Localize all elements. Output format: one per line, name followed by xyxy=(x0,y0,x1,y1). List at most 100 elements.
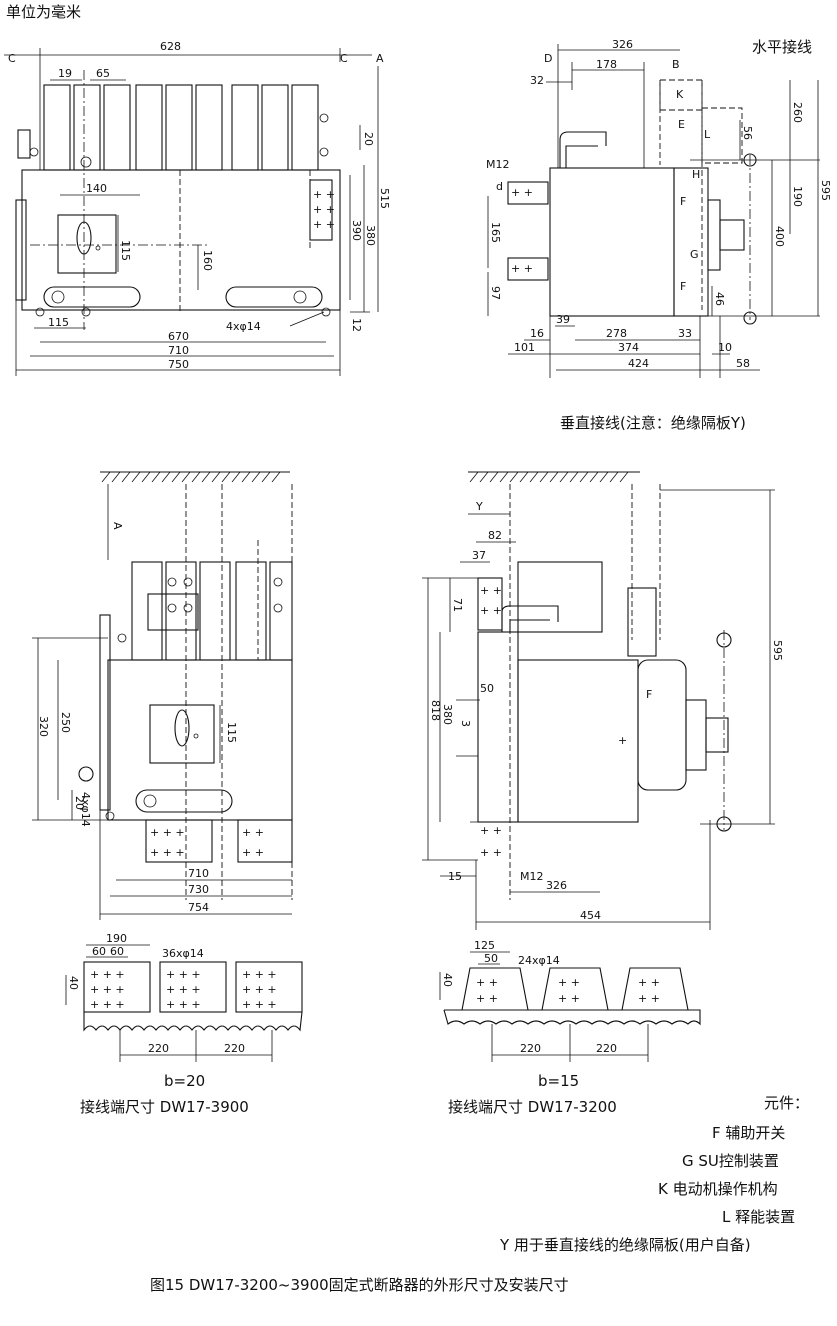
vertical-side-view: Y 82 37 + + + + F + + + + + xyxy=(422,471,784,930)
svg-text:+ +: + + xyxy=(476,976,498,989)
svg-text:+ +: + + xyxy=(242,846,264,859)
terminal-view-3900: 190 60 60 36xφ14 40 + + + + + + + + + + … xyxy=(65,932,303,1116)
svg-text:+ + +: + + + xyxy=(150,826,185,839)
dim-730: 730 xyxy=(188,883,209,896)
svg-text:+ +: + + xyxy=(480,846,502,859)
dim-115-bottom: 115 xyxy=(48,316,69,329)
svg-text:+ +: + + xyxy=(558,992,580,1005)
side-body xyxy=(549,167,675,317)
ref-h: H xyxy=(692,168,700,181)
front-terminals xyxy=(43,84,319,171)
dim-65: 65 xyxy=(96,67,110,80)
dim-10: 10 xyxy=(718,341,732,354)
ref-d: D xyxy=(544,52,552,65)
bolt-m12-vside: M12 xyxy=(520,870,544,883)
dim-220-3900-a: 220 xyxy=(148,1042,169,1055)
front-body xyxy=(21,169,341,311)
dim-16: 16 xyxy=(530,327,544,340)
dim-140: 140 xyxy=(86,182,107,195)
ref-a-front: A xyxy=(376,52,384,65)
dim-220-3200-a: 220 xyxy=(520,1042,541,1055)
svg-text:+ +: + + xyxy=(242,826,264,839)
dim-20-front: 20 xyxy=(362,132,375,146)
dim-190-term: 190 xyxy=(106,932,127,945)
svg-text:+ +: + + xyxy=(480,824,502,837)
svg-text:+ +: + + xyxy=(313,203,335,216)
ref-k: K xyxy=(676,88,684,101)
caption-3900: 接线端尺寸 DW17-3900 xyxy=(80,1098,249,1116)
dim-374: 374 xyxy=(618,341,639,354)
dim-56: 56 xyxy=(741,126,754,140)
dim-326-side: 326 xyxy=(612,38,633,51)
dim-160: 160 xyxy=(201,250,214,271)
dim-20-vfront: 20 xyxy=(73,796,86,810)
dim-326-vside: 326 xyxy=(546,879,567,892)
dim-628: 628 xyxy=(160,40,181,53)
svg-text:+ +: + + xyxy=(511,262,533,275)
dim-101: 101 xyxy=(514,341,535,354)
legend-item-l: L 释能装置 xyxy=(722,1208,795,1226)
holes-3200: 24xφ14 xyxy=(518,954,560,967)
legend-title: 元件： xyxy=(764,1094,809,1112)
dim-710-vfront: 710 xyxy=(188,867,209,880)
dim-60-a: 60 xyxy=(92,945,106,958)
svg-text:+ +: + + xyxy=(480,584,502,597)
svg-text:+ + +: + + + xyxy=(242,968,277,981)
ref-l: L xyxy=(704,128,711,141)
dim-390: 390 xyxy=(350,220,363,241)
dim-670: 670 xyxy=(168,330,189,343)
legend-item-y: Y 用于垂直接线的绝缘隔板(用户自备) xyxy=(499,1236,751,1254)
b-label-3900: b=20 xyxy=(164,1072,205,1090)
dim-220-3200-b: 220 xyxy=(596,1042,617,1055)
dim-424: 424 xyxy=(628,357,649,370)
dim-115-handle: 115 xyxy=(119,240,132,261)
svg-text:+ +: + + xyxy=(558,976,580,989)
dim-50-term: 50 xyxy=(484,952,498,965)
terminal-view-3200: 125 50 24xφ14 40 + + + + + + + + + + + +… xyxy=(439,939,701,1116)
horizontal-wiring-title: 水平接线 xyxy=(752,38,812,56)
side-view-horizontal: 水平接线 326 D 178 B 32 K L E H F G F xyxy=(486,38,832,378)
svg-text:+ + +: + + + xyxy=(166,968,201,981)
edge-label-c-left: C xyxy=(8,52,16,65)
dim-19: 19 xyxy=(58,67,72,80)
dim-250: 250 xyxy=(59,712,72,733)
ref-d-small: d xyxy=(496,180,503,193)
ref-b: B xyxy=(672,58,680,71)
svg-text:+ + +: + + + xyxy=(90,968,125,981)
figure-caption: 图15 DW17-3200~3900固定式断路器的外形尺寸及安装尺寸 xyxy=(150,1276,569,1294)
dim-400: 400 xyxy=(773,226,786,247)
unit-note: 单位为毫米 xyxy=(6,3,81,21)
svg-text:+ + +: + + + xyxy=(90,983,125,996)
dim-33: 33 xyxy=(678,327,692,340)
holes-front: 4xφ14 xyxy=(226,320,261,333)
dim-260: 260 xyxy=(791,102,804,123)
holes-3900: 36xφ14 xyxy=(162,947,204,960)
dim-71: 71 xyxy=(451,598,464,612)
dim-754: 754 xyxy=(188,901,209,914)
dim-710: 710 xyxy=(168,344,189,357)
dim-58: 58 xyxy=(736,357,750,370)
dim-515: 515 xyxy=(378,188,391,209)
dim-320: 320 xyxy=(37,716,50,737)
b-label-3200: b=15 xyxy=(538,1072,579,1090)
dim-97: 97 xyxy=(489,286,502,300)
dim-278: 278 xyxy=(606,327,627,340)
caption-3200: 接线端尺寸 DW17-3200 xyxy=(448,1098,617,1116)
dim-40-3900: 40 xyxy=(67,976,80,990)
ref-f-vside: F xyxy=(646,688,652,701)
dim-818: 818 xyxy=(429,700,442,721)
dim-165: 165 xyxy=(489,222,502,243)
front-view: 628 C C A 19 65 xyxy=(4,40,391,376)
dim-220-3900-b: 220 xyxy=(224,1042,245,1055)
legend-item-g: G SU控制装置 xyxy=(682,1152,779,1170)
dim-46: 46 xyxy=(713,292,726,306)
dim-595-vside: 595 xyxy=(771,640,784,661)
bolt-m12-side: M12 xyxy=(486,158,510,171)
ref-f-side-bottom: F xyxy=(680,280,686,293)
svg-text:+ + +: + + + xyxy=(150,846,185,859)
svg-text:+ + +: + + + xyxy=(90,998,125,1011)
ref-a-vfront: A xyxy=(111,522,124,530)
ref-g: G xyxy=(690,248,699,261)
